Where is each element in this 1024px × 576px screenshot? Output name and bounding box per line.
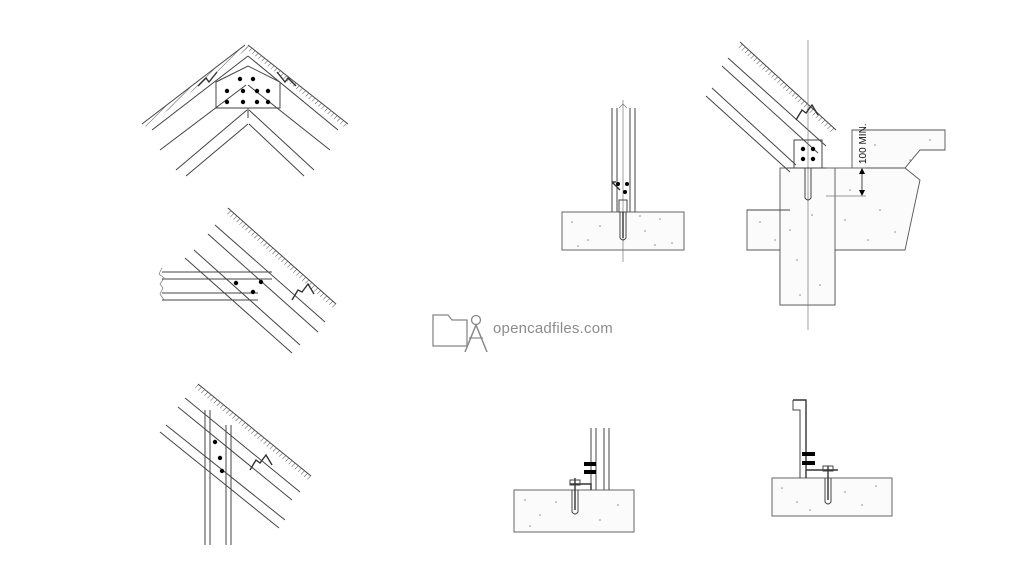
z-purlin <box>249 453 273 471</box>
bolt-group <box>616 182 629 194</box>
roof-sheet-hatch <box>737 42 836 134</box>
watermark-text: opencadfiles.com <box>493 320 613 337</box>
detail-eaves-column-connection <box>159 383 312 545</box>
z-purlin <box>276 71 297 87</box>
bolt-group <box>212 439 225 474</box>
detail-column-base-cleat <box>513 428 635 533</box>
gusset-plate <box>215 65 281 109</box>
bolt-group <box>224 76 271 105</box>
concrete-wall <box>779 167 836 306</box>
detail-rafter-tie-connection <box>158 207 337 354</box>
z-purlin <box>197 71 218 87</box>
concrete-slab <box>771 477 893 517</box>
bolt-group <box>800 146 816 162</box>
folder-compass-icon <box>432 314 488 353</box>
roof-sheet-hatch <box>195 384 311 480</box>
concrete-beam-section <box>746 129 946 306</box>
roof-sheet-hatch <box>225 208 336 308</box>
z-purlin <box>795 103 819 121</box>
roof-sheet-hatch <box>245 45 348 127</box>
detail-ridge-connection <box>141 44 349 177</box>
base-plate <box>793 139 823 169</box>
roof-sheet-hatch <box>142 45 248 127</box>
dimension-label: 100 MIN. <box>858 123 869 164</box>
detail-column-base-slab <box>561 100 685 262</box>
watermark: opencadfiles.com <box>432 314 613 353</box>
detail-channel-column-base <box>771 399 893 517</box>
bolt-group <box>233 279 264 295</box>
angle-cleat <box>570 483 592 490</box>
detail-eaves-wall-beam: 100 MIN. <box>705 40 946 330</box>
concrete-slab <box>513 489 635 533</box>
z-purlin <box>291 282 315 301</box>
